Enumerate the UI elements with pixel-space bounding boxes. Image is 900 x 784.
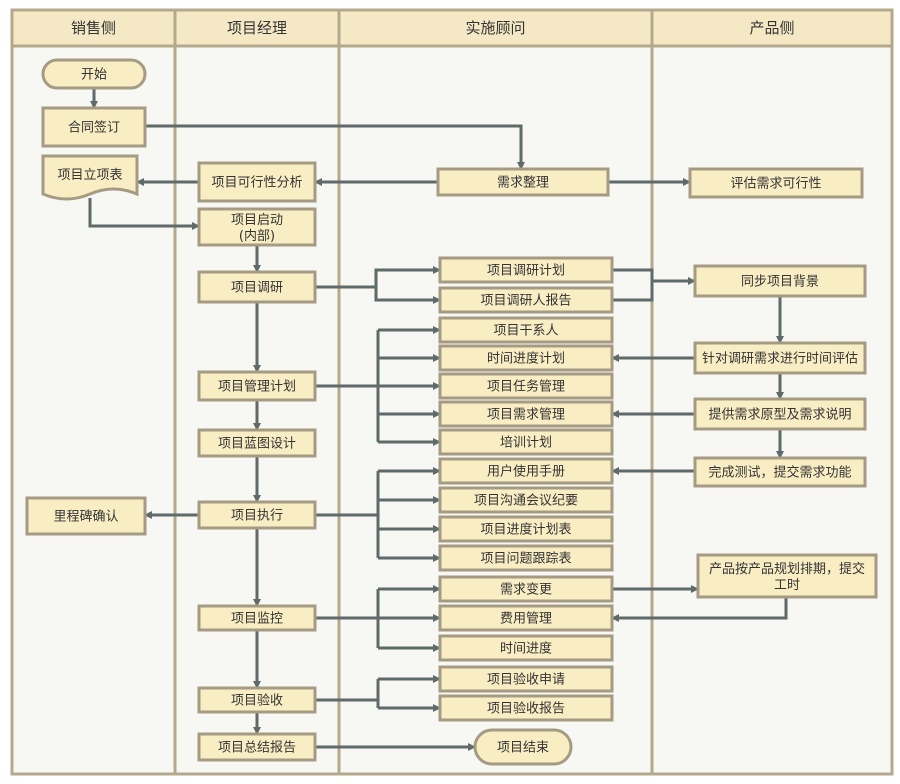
node-contract: 合同签订: [41, 106, 147, 148]
node-label: 同步项目背景: [741, 275, 819, 290]
connectors: [88, 88, 788, 751]
node-execute: 项目执行: [197, 500, 317, 530]
node-mgmt-plan: 项目管理计划: [197, 370, 317, 402]
node-label: 项目干系人: [493, 324, 558, 339]
node-label: 项目结束: [497, 741, 549, 756]
lane-title-consultant: 实施顾问: [465, 19, 525, 37]
node-label: 项目监控: [231, 612, 283, 627]
node-label: 项目沟通会议纪要: [474, 494, 578, 509]
edge-productplan-to-cost: [611, 597, 788, 622]
process-nodes: 开始合同签订项目立项表项目可行性分析项目启动(内部)项目调研项目管理计划项目蓝图…: [25, 58, 878, 766]
node-finish-test: 完成测试，提交需求功能: [693, 456, 867, 488]
node-label: 项目总结报告: [218, 741, 296, 756]
node-label: 评估需求可行性: [730, 177, 821, 192]
node-label: 提供需求原型及需求说明: [708, 407, 851, 423]
lane-title-pm: 项目经理: [227, 19, 287, 37]
node-issue-tracking: 项目问题跟踪表: [438, 544, 614, 572]
node-label: 时间进度: [500, 641, 552, 657]
node-training: 培训计划: [438, 428, 614, 456]
node-label: 开始: [81, 68, 107, 83]
node-label: 项目进度计划表: [480, 522, 571, 538]
node-label: 项目验收申请: [487, 672, 565, 688]
node-label: 里程碑确认: [53, 509, 118, 525]
node-research: 项目调研: [197, 270, 317, 304]
node-label: 项目调研人报告: [480, 294, 571, 309]
node-label: 产品按产品规划排期，提交: [709, 561, 865, 577]
node-acceptance: 项目验收: [197, 686, 317, 714]
node-user-manual: 用户使用手册: [438, 457, 614, 485]
node-label-line2: (内部): [239, 228, 275, 244]
node-prototype: 提供需求原型及需求说明: [693, 397, 867, 431]
node-label: 需求整理: [497, 176, 549, 191]
node-label: 项目调研: [231, 281, 283, 296]
edge-setup-to-kickoff: [88, 198, 200, 230]
node-label-line2: 工时: [774, 578, 800, 593]
node-label: 项目启动: [231, 213, 283, 228]
node-label: 项目可行性分析: [211, 176, 302, 191]
node-label: 项目任务管理: [487, 379, 565, 395]
edge-research-plan-to-sync: [612, 268, 696, 285]
node-eval-feasibility: 评估需求可行性: [688, 167, 864, 199]
lane-header-consultant: [337, 8, 654, 48]
node-research-report: 项目调研人报告: [438, 286, 614, 314]
node-req-change: 需求变更: [438, 575, 614, 603]
node-label: 项目需求管理: [487, 408, 565, 423]
node-label: 项目问题跟踪表: [480, 552, 571, 567]
lane-title-product: 产品侧: [749, 19, 794, 37]
node-label: 培训计划: [500, 435, 552, 451]
node-feasibility: 项目可行性分析: [197, 161, 317, 203]
node-time-eval: 针对调研需求进行时间评估: [693, 341, 867, 375]
node-label: 费用管理: [500, 612, 552, 627]
node-start: 开始: [41, 58, 147, 90]
lane-header-product: [650, 8, 894, 48]
node-req-sort: 需求整理: [436, 167, 610, 197]
node-label: 项目调研计划: [487, 264, 565, 279]
node-label: 合同签订: [68, 120, 120, 136]
node-project-setup: 项目立项表: [41, 154, 139, 201]
node-time-progress: 时间进度: [438, 634, 614, 662]
node-label: 项目验收: [231, 693, 283, 709]
node-summary: 项目总结报告: [197, 732, 317, 762]
node-progress-table: 项目进度计划表: [438, 515, 614, 543]
node-meeting-minutes: 项目沟通会议纪要: [438, 486, 614, 514]
node-accept-apply: 项目验收申请: [438, 665, 614, 693]
node-end: 项目结束: [473, 728, 573, 766]
node-cost-mgmt: 费用管理: [438, 604, 614, 632]
node-label: 时间进度计划: [487, 351, 565, 367]
node-stakeholders: 项目干系人: [438, 316, 614, 344]
node-task-mgmt: 项目任务管理: [438, 372, 614, 400]
node-label: 项目执行: [231, 509, 283, 524]
lane-header-sales: [10, 8, 177, 48]
node-req-mgmt: 项目需求管理: [438, 400, 614, 428]
node-accept-report: 项目验收报告: [438, 694, 614, 722]
node-monitor: 项目监控: [197, 604, 317, 632]
node-sync-background: 同步项目背景: [693, 264, 867, 298]
node-schedule-plan: 时间进度计划: [438, 344, 614, 372]
node-blueprint: 项目蓝图设计: [197, 428, 317, 458]
node-label: 项目管理计划: [218, 380, 296, 395]
edge-research-branch: [315, 266, 441, 289]
node-label: 完成测试，提交需求功能: [708, 465, 851, 481]
edge-research-branch-2: [374, 287, 441, 304]
node-label: 需求变更: [500, 582, 552, 598]
node-kickoff: 项目启动(内部): [197, 207, 317, 247]
lane-product: [650, 8, 894, 776]
node-label: 项目蓝图设计: [218, 437, 296, 452]
node-label: 项目立项表: [57, 168, 122, 183]
node-research-plan: 项目调研计划: [438, 256, 614, 284]
edge-research-report-to-sync: [612, 281, 654, 302]
node-label: 项目验收报告: [487, 701, 565, 717]
node-label: 用户使用手册: [487, 464, 565, 480]
edge-contract-to-req-sort: [145, 124, 525, 170]
lane-title-sales: 销售侧: [71, 19, 116, 37]
node-milestone: 里程碑确认: [25, 496, 147, 536]
node-label: 针对调研需求进行时间评估: [702, 352, 858, 367]
